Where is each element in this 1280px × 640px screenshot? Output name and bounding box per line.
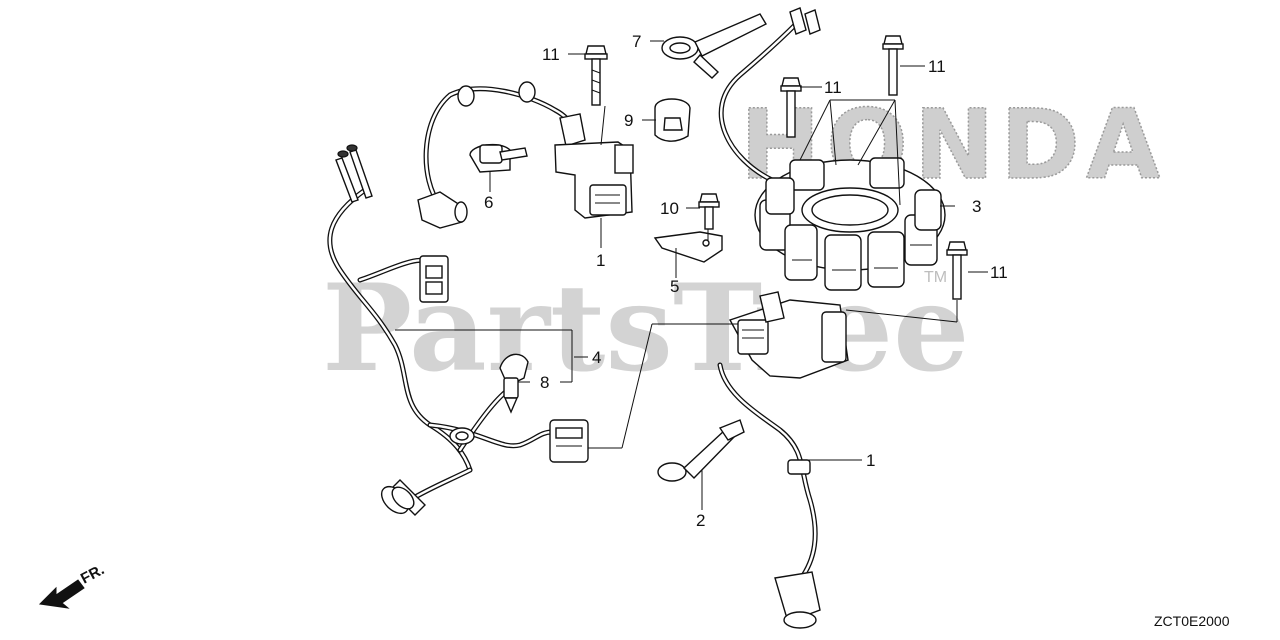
clamp-part[interactable] (657, 419, 745, 482)
direction-label: FR. (78, 561, 107, 587)
front-direction-arrow: FR. (38, 561, 107, 609)
flange-bolt-part[interactable] (698, 193, 720, 230)
callout-9[interactable]: 9 (624, 111, 633, 130)
diagram-code: ZCT0E2000 (1154, 613, 1230, 629)
callout-labels: 11 7 11 11 9 6 1 10 3 5 11 4 8 1 2 (484, 32, 1008, 530)
arrow-icon (38, 579, 85, 609)
callout-11[interactable]: 11 (928, 57, 946, 76)
rubber-cap-part[interactable] (654, 98, 691, 142)
rubber-grommet-icon (380, 479, 426, 516)
flange-bolt-part[interactable] (946, 241, 968, 300)
callout-11[interactable]: 11 (824, 78, 842, 97)
callout-7[interactable]: 7 (632, 32, 641, 51)
callout-6[interactable]: 6 (484, 193, 493, 212)
cable-clamp-part[interactable] (661, 13, 767, 79)
plate-part[interactable] (653, 231, 723, 263)
ignition-coil-lower-part[interactable] (717, 291, 849, 629)
leader-lines (395, 40, 988, 510)
callout-8[interactable]: 8 (540, 373, 549, 392)
callout-1[interactable]: 1 (596, 251, 605, 270)
wire-clip-part[interactable] (499, 353, 529, 414)
flange-bolt-part[interactable] (882, 35, 904, 96)
callout-1[interactable]: 1 (866, 451, 875, 470)
callout-2[interactable]: 2 (696, 511, 705, 530)
callout-10[interactable]: 10 (660, 199, 679, 218)
flange-bolt-part[interactable] (780, 77, 802, 138)
callout-11[interactable]: 11 (990, 263, 1008, 282)
trademark-mark: TM (924, 269, 947, 286)
stator-coil-part[interactable] (718, 7, 946, 291)
callout-3[interactable]: 3 (972, 197, 981, 216)
terminal-connector-part[interactable] (469, 143, 528, 173)
callout-11[interactable]: 11 (542, 45, 560, 64)
ignition-coil-upper-part[interactable] (417, 81, 634, 229)
flange-bolt-part[interactable] (584, 45, 608, 106)
callout-5[interactable]: 5 (670, 277, 679, 296)
wire-harness-part[interactable] (327, 144, 589, 518)
callout-4[interactable]: 4 (592, 348, 601, 367)
